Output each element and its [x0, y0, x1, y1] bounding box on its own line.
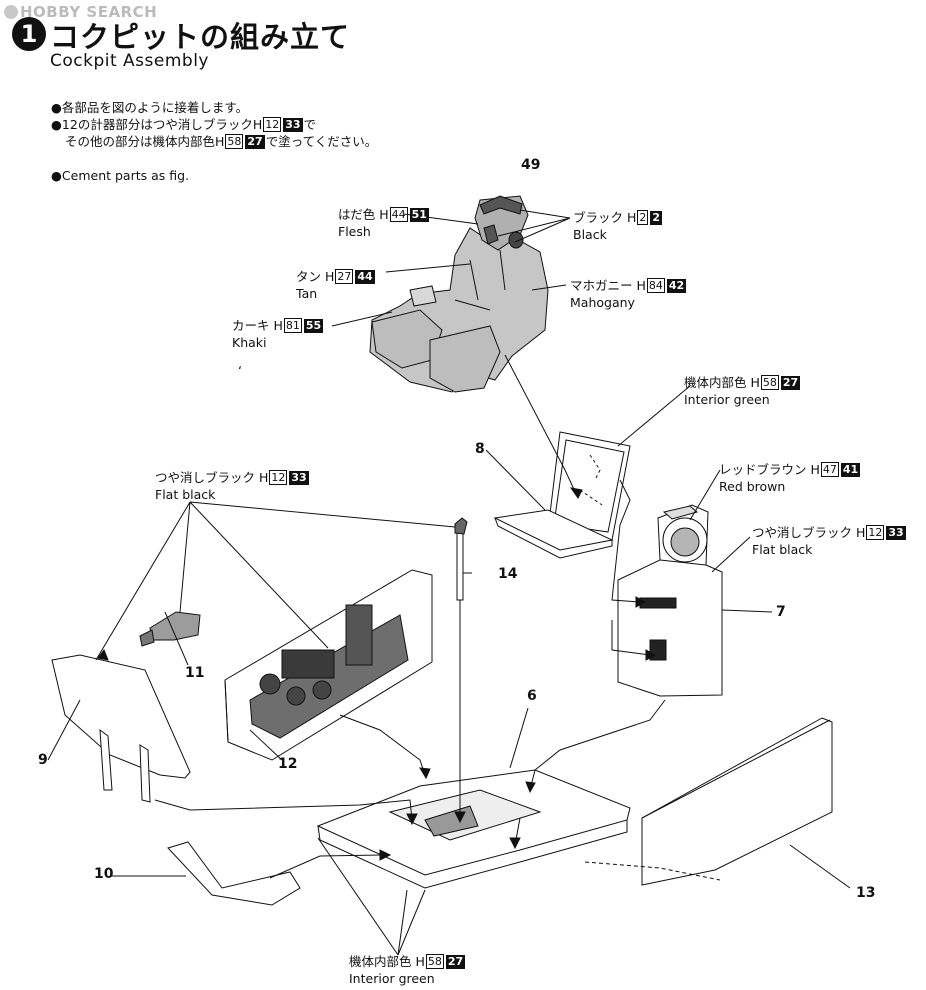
color-code-box: 2	[637, 210, 649, 225]
part-number-8: 8	[475, 441, 485, 457]
part-number-10: 10	[94, 866, 114, 882]
color-code-fill: 27	[780, 376, 801, 390]
color-code-fill: 27	[445, 955, 466, 969]
part-11-throttle	[139, 611, 201, 647]
part-13-side-wall	[641, 717, 833, 886]
color-code-fill: 41	[840, 463, 861, 477]
color-name-jp: はだ色 H	[338, 207, 389, 222]
page-title: コクピットの組み立て	[50, 20, 351, 54]
color-name-en: Interior green	[684, 392, 770, 407]
color-name-jp: レッドブラウン H	[719, 462, 820, 477]
color-code-fill: 51	[409, 208, 429, 222]
part-6-floor	[316, 769, 631, 889]
color-name-en: Black	[573, 227, 607, 242]
color-name-en: Interior green	[349, 971, 435, 986]
note-text: で	[303, 117, 317, 132]
note-text: その他の部分は機体内部色H	[65, 134, 225, 149]
color-code-fill: 44	[355, 270, 375, 284]
part-14-stick	[454, 517, 468, 601]
arrow-heads	[97, 487, 657, 861]
color-code-fill: 55	[303, 319, 324, 333]
color-name-jp: つや消しブラック H	[155, 470, 269, 485]
note-text: で塗ってください。	[265, 134, 378, 149]
color-code-fill: 33	[283, 118, 303, 132]
color-name-en: Mahogany	[570, 295, 635, 310]
color-code-box: 12	[866, 525, 885, 540]
color-code-fill: 42	[666, 279, 687, 293]
color-code-fill: 2	[650, 211, 663, 225]
note-line-4: ●Cement parts as fig.	[51, 168, 190, 183]
leader-lines	[47, 209, 851, 956]
step-number-badge: 1	[12, 17, 46, 51]
color-code-box: 84	[646, 278, 665, 293]
color-name-jp: つや消しブラック H	[752, 525, 866, 540]
color-name-jp: ブラック H	[573, 210, 637, 225]
color-name-jp: 機体内部色 H	[349, 954, 425, 969]
color-code-box: 12	[263, 117, 282, 132]
part-number-11: 11	[185, 665, 205, 681]
color-name-en: Khaki	[232, 335, 267, 350]
part-number-13: 13	[856, 885, 876, 901]
part-10	[167, 841, 301, 906]
color-name-en: Red brown	[719, 479, 786, 494]
color-name-jp: 機体内部色 H	[684, 375, 760, 390]
color-code-box: 58	[425, 954, 444, 969]
pilot-figure	[369, 195, 549, 393]
part-9-panel	[51, 654, 191, 803]
part-number-14: 14	[498, 566, 518, 582]
color-name-jp: カーキ H	[232, 318, 283, 333]
note-line-1: ●各部品を図のように接着します。	[51, 100, 249, 115]
part-12-instrument-panel	[224, 569, 433, 761]
color-code-box: 58	[760, 375, 779, 390]
color-name-en: Tan	[296, 286, 318, 301]
color-name-en: Flat black	[752, 542, 813, 557]
color-code-box: 12	[269, 470, 288, 485]
color-code-fill: 33	[289, 471, 309, 485]
part-number-12: 12	[278, 756, 298, 772]
watermark: HOBBY SEARCH	[4, 3, 157, 21]
color-name-en: Flesh	[338, 224, 371, 239]
color-name-jp: タン H	[296, 269, 335, 284]
color-code-fill: 27	[245, 135, 265, 149]
stray-mark: ʻ	[238, 363, 242, 378]
watermark-text: HOBBY SEARCH	[20, 3, 158, 21]
watermark-logo-icon	[4, 5, 18, 19]
color-code-box: 27	[335, 269, 354, 284]
color-code-box: 81	[283, 318, 302, 333]
color-code-box: 58	[225, 134, 244, 149]
color-code-box: 44	[389, 207, 408, 222]
part-number-7: 7	[776, 604, 786, 620]
seat-assembly	[493, 431, 723, 697]
part-number-49: 49	[521, 157, 541, 173]
part-number-9: 9	[38, 752, 48, 768]
note-text: ●12の計器部分はつや消しブラックH	[51, 117, 263, 132]
part-number-6: 6	[527, 688, 537, 704]
color-name-en: Flat black	[155, 487, 216, 502]
color-code-fill: 33	[886, 526, 906, 540]
page-subtitle: Cockpit Assembly	[50, 51, 209, 71]
color-code-box: 47	[820, 462, 839, 477]
color-name-jp: マホガニー H	[570, 278, 646, 293]
